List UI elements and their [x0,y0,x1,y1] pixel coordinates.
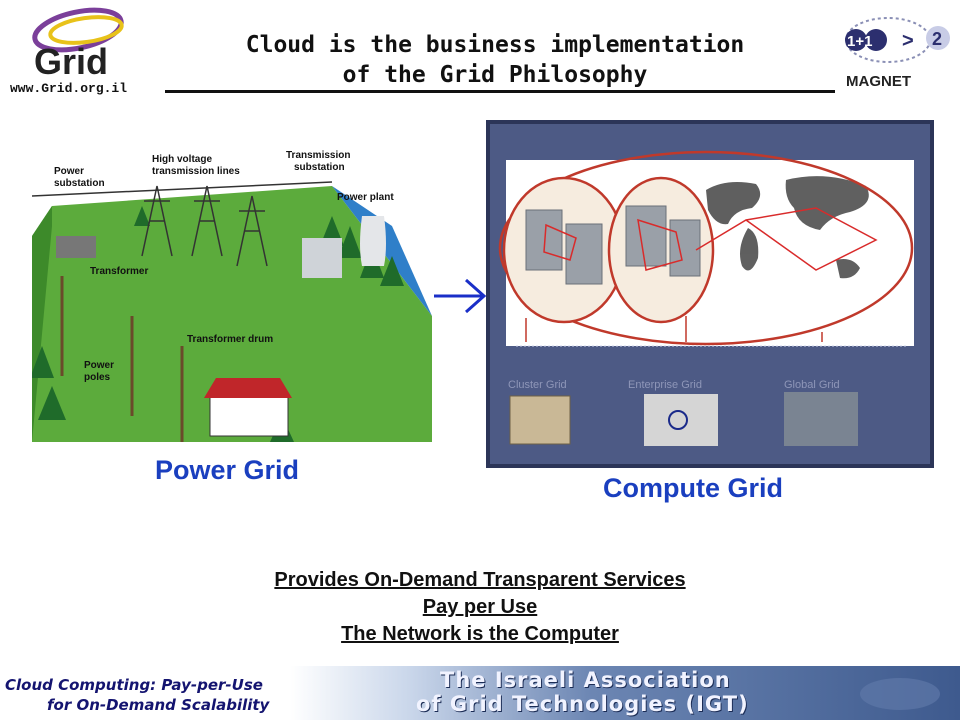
footer-caption: Cloud Computing: Pay-per-Use for On-Dema… [5,675,269,715]
magnet-symbol-2: > [902,30,914,52]
right-arrow-icon [432,276,490,316]
power-grid-illustration: Power substation High voltage transmissi… [30,146,432,442]
label-global-grid: Global Grid [784,379,840,391]
label-transmission-substation-1: Transmission [286,150,350,161]
site-url: www.Grid.org.il [10,81,128,96]
label-transformer: Transformer [90,266,148,277]
services-line-3: The Network is the Computer [341,623,619,645]
title-underline [165,90,835,93]
magnet-logo-text: MAGNET [846,73,911,90]
power-grid-caption: Power Grid [155,455,300,485]
services-line-1: Provides On-Demand Transparent Services [274,569,686,591]
footer-line-1: Cloud Computing: Pay-per-Use [5,676,263,694]
igt-banner [290,666,960,720]
services-line-2: Pay per Use [422,596,538,618]
label-transmission-substation-2: substation [294,162,345,173]
compute-grid-caption: Compute Grid [603,473,783,503]
compute-grid-illustration: Cluster Grid Enterprise Grid Global Grid [486,120,934,468]
grid-logo-text: Grid [34,41,108,82]
label-power-plant: Power plant [337,192,394,203]
label-power-substation-2: substation [54,178,105,189]
page-title: Cloud is the business implementation of … [180,30,810,90]
title-line-2: of the Grid Philosophy [342,62,648,88]
label-enterprise-grid: Enterprise Grid [628,379,702,391]
label-high-voltage-1: High voltage [152,154,212,165]
label-power-substation-1: Power [54,166,84,177]
label-cluster-grid: Cluster Grid [508,379,567,391]
label-power-poles-1: Power [84,360,114,371]
title-line-1: Cloud is the business implementation [245,32,745,58]
banner-line-2: of Grid Technologies (IGT) [416,692,749,716]
footer-line-2: for On-Demand Scalability [47,696,270,714]
label-high-voltage-2: transmission lines [152,166,240,177]
magnet-symbol-1: 1+1 [847,33,872,50]
banner-line-1: The Israeli Association [440,668,731,692]
grid-logo: Grid [6,0,156,82]
magnet-symbol-3: 2 [932,29,942,49]
label-transformer-drum: Transformer drum [187,334,273,345]
label-power-poles-2: poles [84,372,111,383]
services-list: Provides On-Demand Transparent Services … [140,567,820,648]
magnet-logo: 1+1 > 2 MAGNET [838,14,958,98]
igt-banner-text: The Israeli Association of Grid Technolo… [416,668,749,716]
